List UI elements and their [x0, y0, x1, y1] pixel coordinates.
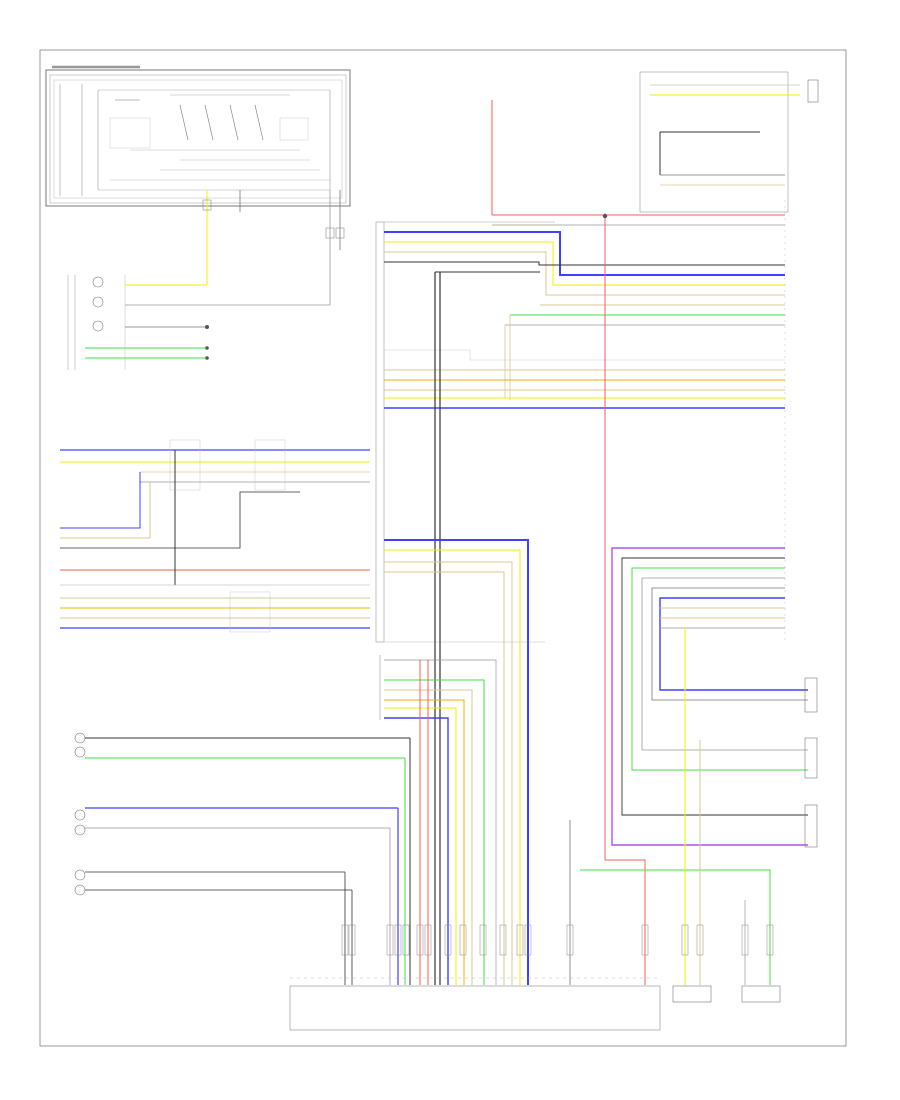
connector-pins	[341, 924, 774, 956]
left-upper-module	[67, 275, 330, 370]
steering-controls-box	[45, 65, 351, 207]
audio-module-box	[375, 221, 555, 720]
diagram-frame	[39, 49, 847, 1047]
upper-harness-wires	[384, 231, 785, 985]
bottom-connector-block	[289, 977, 781, 1031]
left-middle-wires	[60, 439, 370, 633]
steering-harness-drops	[202, 190, 345, 305]
top-right-box	[639, 71, 819, 640]
power-feed	[491, 100, 785, 860]
left-rear-speakers	[74, 732, 411, 985]
lower-harness-wires	[384, 539, 529, 985]
right-speaker-wires	[569, 547, 818, 985]
